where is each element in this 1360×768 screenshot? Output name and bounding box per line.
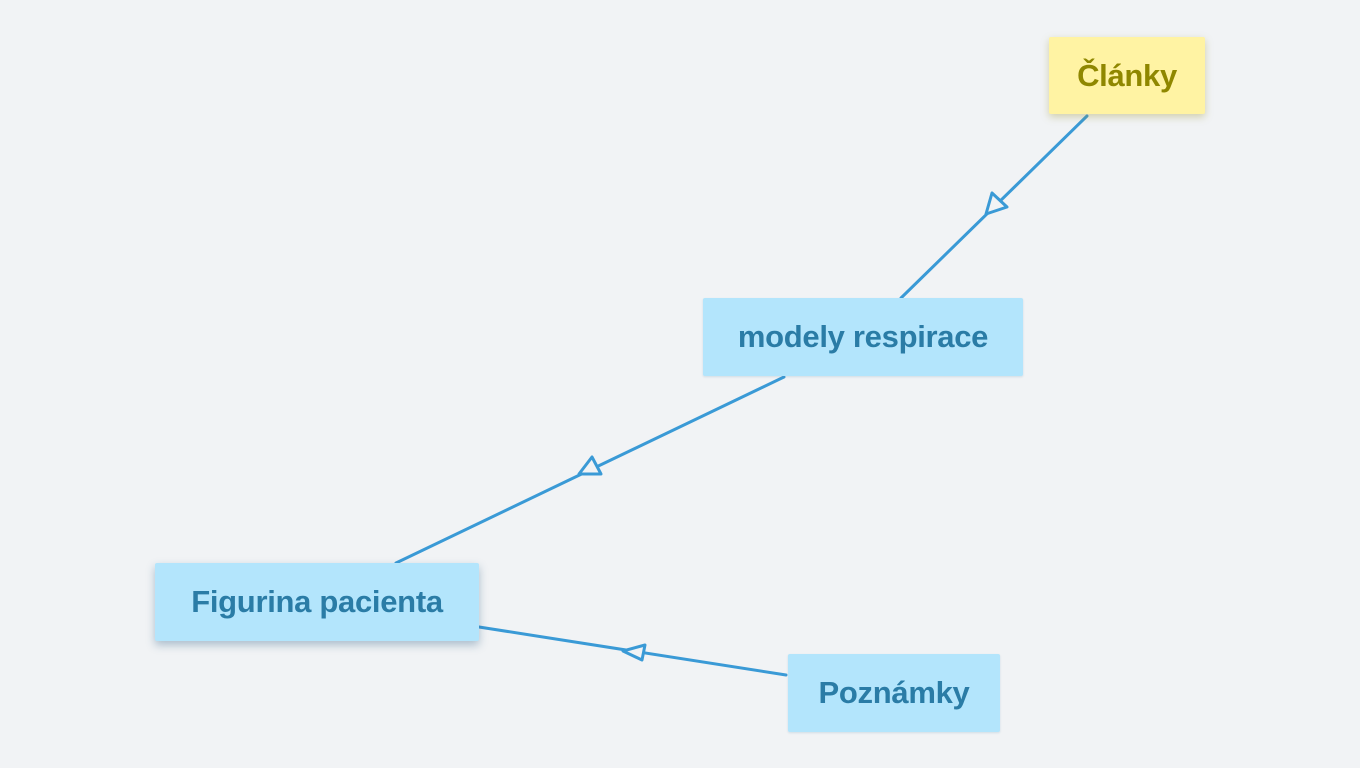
node-label: Poznámky [818,675,970,710]
connector-poznamky-figurina[interactable] [477,625,788,677]
arrowhead-icon [984,191,1009,216]
node-modely-respirace[interactable]: modely respirace [703,298,1023,376]
arrowhead-icon [577,455,603,476]
arrowhead-icon [621,643,647,662]
connector-modely-figurina[interactable] [394,375,786,565]
node-poznamky[interactable]: Poznámky [788,654,1000,732]
node-clanky[interactable]: Články [1049,37,1205,114]
node-label: modely respirace [737,319,989,354]
connector-clanky-modely[interactable] [899,114,1089,300]
node-label: Figurina pacienta [191,584,443,619]
node-figurina-pacienta[interactable]: Figurina pacienta [155,563,479,641]
node-label: Články [1077,57,1177,93]
